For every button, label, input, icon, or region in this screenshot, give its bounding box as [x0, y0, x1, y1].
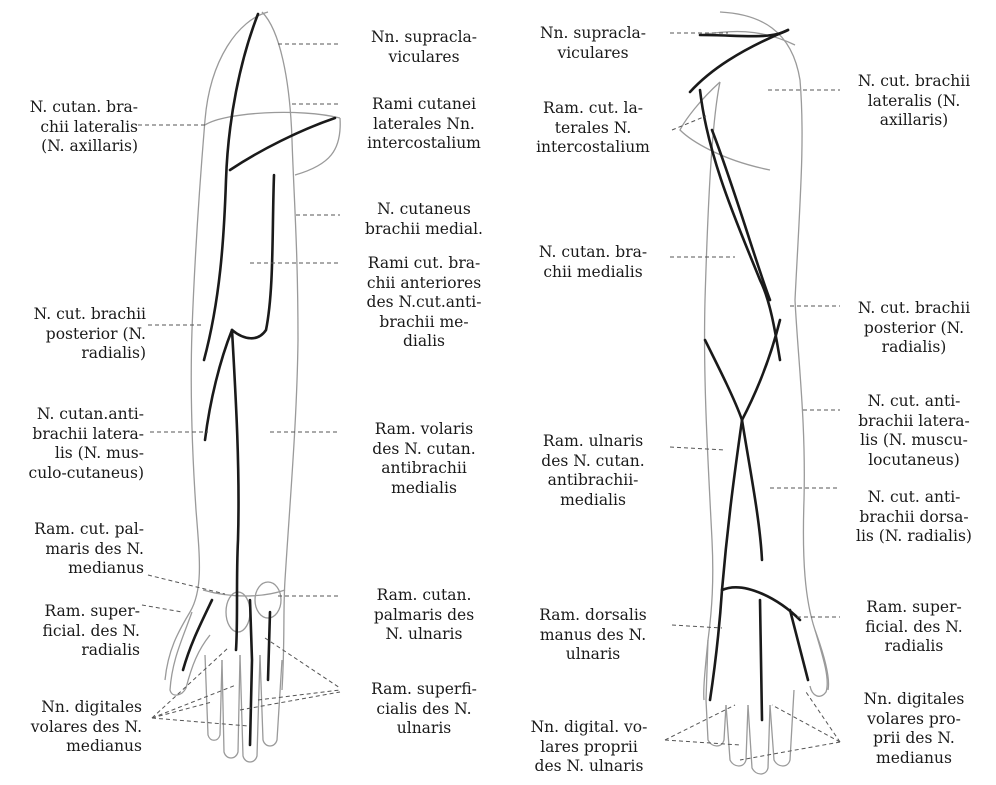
label-ram-superficialis-ulnaris: Ram. superfi- cialis des N. ulnaris — [344, 680, 504, 739]
left-arm-nerves — [183, 14, 335, 745]
label-rami-cut-brachii-anteriores: Rami cut. bra- chii anteriores des N.cut… — [344, 254, 504, 352]
label-ram-dorsalis-manus: Ram. dorsalis manus des N. ulnaris — [518, 606, 668, 665]
label-ram-cut-palmaris-medianus: Ram. cut. pal- maris des N. medianus — [34, 520, 144, 579]
label-cut-brachii-posterior-left: N. cut. brachii posterior (N. radialis) — [34, 305, 146, 364]
label-cutan-antibrachii-lateralis: N. cutan.anti- brachii latera- lis (N. m… — [29, 405, 144, 483]
label-cutan-brachii-lateralis: N. cutan. bra- chii lateralis (N. axilla… — [30, 98, 138, 157]
label-ram-superficial-radialis-right: Ram. super- ficial. des N. radialis — [836, 598, 992, 657]
label-cut-antibrachii-dorsalis: N. cut. anti- brachii dorsa- lis (N. rad… — [836, 488, 992, 547]
label-cut-brachii-posterior-right: N. cut. brachii posterior (N. radialis) — [836, 299, 992, 358]
label-ram-volaris: Ram. volaris des N. cutan. antibrachii m… — [344, 420, 504, 498]
label-ram-cutan-palmaris-ulnaris: Ram. cutan. palmaris des N. ulnaris — [344, 586, 504, 645]
label-ram-ulnaris: Ram. ulnaris des N. cutan. antibrachii- … — [518, 432, 668, 510]
label-digitales-volares-medianus: Nn. digitales volares des N. medianus — [31, 698, 142, 757]
label-ram-cut-laterales: Ram. cut. la- terales N. intercostalium — [518, 99, 668, 158]
label-cutaneus-brachii-medial: N. cutaneus brachii medial. — [344, 200, 504, 239]
right-arm-nerves — [690, 30, 808, 720]
label-cut-antibrachii-lateralis: N. cut. anti- brachii latera- lis (N. mu… — [836, 392, 992, 470]
label-rami-cutanei-laterales: Rami cutanei laterales Nn. intercostaliu… — [344, 95, 504, 154]
label-digital-volares-ulnaris: Nn. digital. vo- lares proprii des N. ul… — [508, 718, 670, 777]
label-cutan-brachii-medialis: N. cutan. bra- chii medialis — [518, 243, 668, 282]
label-cut-brachii-lateralis-right: N. cut. brachii lateralis (N. axillaris) — [836, 72, 992, 131]
label-supraclaviculares-left: Nn. supracla- viculares — [344, 28, 504, 67]
label-digitales-volares-proprii-medianus: Nn. digitales volares pro- prii des N. m… — [836, 690, 992, 768]
label-supraclaviculares-right: Nn. supracla- viculares — [518, 24, 668, 63]
label-ram-superficial-radialis-left: Ram. super- ficial. des N. radialis — [42, 602, 140, 661]
